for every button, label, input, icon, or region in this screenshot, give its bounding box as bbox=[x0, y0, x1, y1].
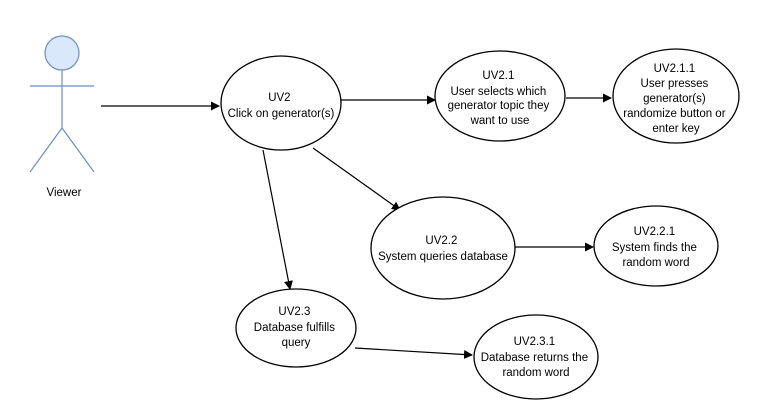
use-case-text: UV2.1 User selects which generator topic… bbox=[448, 70, 553, 127]
use-case-line: generator(s) bbox=[643, 93, 706, 105]
use-case-line: want to use bbox=[470, 115, 530, 127]
use-case-text: UV2.1.1 User presses generator(s) random… bbox=[623, 63, 729, 135]
use-case-line: UV2.2 bbox=[425, 235, 457, 247]
use-case-uv2: UV2 Click on generator(s) bbox=[220, 55, 342, 151]
actor-right-leg bbox=[61, 127, 95, 173]
use-case-ellipse bbox=[593, 205, 719, 287]
use-case-line: random word bbox=[502, 367, 569, 379]
use-case-uv2-2-1: UV2.2.1 System finds the random word bbox=[593, 205, 719, 287]
use-case-ellipse bbox=[473, 314, 599, 400]
use-case-text: UV2.2.1 System finds the random word bbox=[612, 226, 700, 269]
actor-head bbox=[44, 35, 80, 71]
use-case-line: Click on generator(s) bbox=[228, 108, 335, 120]
use-case-ellipse bbox=[220, 55, 342, 151]
use-case-uv2-1: UV2.1 User selects which generator topic… bbox=[434, 50, 566, 142]
use-case-line: enter key bbox=[652, 123, 700, 135]
use-case-line: UV2.3 bbox=[278, 306, 310, 318]
use-case-text: UV2 Click on generator(s) bbox=[228, 92, 335, 120]
use-case-text: UV2.3 Database fulfills query bbox=[254, 306, 338, 349]
use-case-line: Database returns the bbox=[481, 352, 588, 364]
use-case-line: System queries database bbox=[378, 251, 508, 263]
use-case-line: UV2.3.1 bbox=[514, 336, 556, 348]
edge-uv2-to-uv2-3 bbox=[262, 149, 293, 290]
edge-uv2-3-to-uv2-3-1 bbox=[354, 347, 473, 360]
use-case-line: randomize button or bbox=[623, 108, 725, 120]
actor-left-leg bbox=[29, 127, 63, 173]
use-case-line: User selects which bbox=[450, 86, 546, 98]
use-case-line: generator topic they bbox=[448, 100, 550, 112]
actor-label: Viewer bbox=[47, 187, 82, 199]
use-case-uv2-2: UV2.2 System queries database bbox=[370, 196, 516, 300]
use-case-line: Database fulfills bbox=[254, 322, 335, 334]
use-case-ellipse bbox=[235, 288, 357, 368]
use-case-line: UV2.1 bbox=[482, 70, 514, 82]
use-case-uv2-3: UV2.3 Database fulfills query bbox=[235, 288, 357, 368]
use-case-line: random word bbox=[622, 257, 689, 269]
use-case-line: UV2.2.1 bbox=[634, 226, 676, 238]
use-case-uv2-3-1: UV2.3.1 Database returns the random word bbox=[473, 314, 599, 400]
use-case-ellipse bbox=[434, 50, 566, 142]
use-case-line: UV2.1.1 bbox=[654, 63, 696, 75]
edge-uv2-to-uv2-2 bbox=[312, 147, 401, 211]
edges bbox=[101, 93, 612, 360]
use-case-uv2-1-1: UV2.1.1 User presses generator(s) random… bbox=[612, 48, 740, 144]
use-case-line: query bbox=[282, 337, 311, 349]
use-case-line: System finds the bbox=[612, 242, 697, 254]
use-case-text: UV2.3.1 Database returns the random word bbox=[481, 336, 592, 379]
use-case-ellipse bbox=[370, 196, 516, 300]
use-case-line: User presses bbox=[641, 78, 709, 90]
use-case-line: UV2 bbox=[268, 92, 290, 104]
actor-viewer: Viewer bbox=[29, 35, 95, 199]
use-case-ellipse bbox=[612, 48, 740, 144]
use-case-text: UV2.2 System queries database bbox=[378, 235, 508, 263]
